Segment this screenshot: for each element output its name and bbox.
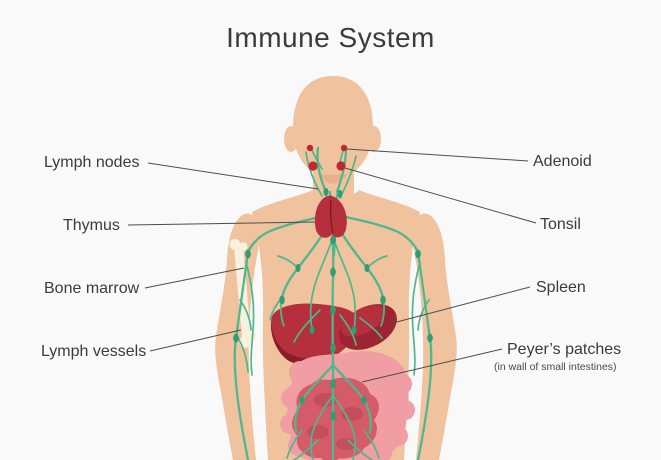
page-title: Immune System bbox=[226, 22, 435, 53]
adenoid-leader-line bbox=[346, 148, 529, 162]
adenoid-right-dot bbox=[340, 144, 348, 152]
label-lymph-nodes: Lymph nodes bbox=[44, 154, 140, 171]
thymus-organ bbox=[314, 195, 347, 238]
lymph-nodes-leader-line bbox=[147, 162, 319, 190]
lymph-vessel-nodes bbox=[233, 188, 433, 421]
thymus-leader-line bbox=[127, 221, 316, 226]
spleen-leader-line bbox=[388, 286, 531, 325]
label-adenoid: Adenoid bbox=[533, 153, 592, 170]
tonsil-right-dot bbox=[336, 161, 346, 171]
label-tonsil: Tonsil bbox=[540, 216, 581, 233]
bone-marrow-leader-line bbox=[144, 267, 245, 289]
label-bone-marrow: Bone marrow bbox=[44, 280, 140, 297]
tonsil-left-dot bbox=[308, 161, 318, 171]
right-arm bbox=[411, 213, 457, 460]
label-spleen: Spleen bbox=[536, 279, 586, 296]
lymph-vessel-network bbox=[233, 146, 433, 460]
label-lymph-vessels: Lymph vessels bbox=[41, 343, 147, 360]
small-intestine bbox=[292, 377, 379, 460]
liver-organ bbox=[270, 303, 359, 365]
liver-shade bbox=[270, 322, 336, 365]
leader-lines bbox=[127, 148, 537, 383]
label-thymus: Thymus bbox=[63, 217, 120, 234]
label-peyers-patches: Peyer’s patches bbox=[507, 341, 622, 358]
peyers-patches-leader-line bbox=[361, 348, 503, 383]
lymph-vessels-leader-line bbox=[149, 329, 242, 352]
head bbox=[293, 76, 373, 175]
lymph-node-dots bbox=[306, 144, 348, 171]
label-peyers-patches-sub: (in wall of small intestines) bbox=[494, 361, 617, 373]
tonsil-leader-line bbox=[344, 167, 537, 224]
adenoid-left-dot bbox=[306, 144, 314, 152]
